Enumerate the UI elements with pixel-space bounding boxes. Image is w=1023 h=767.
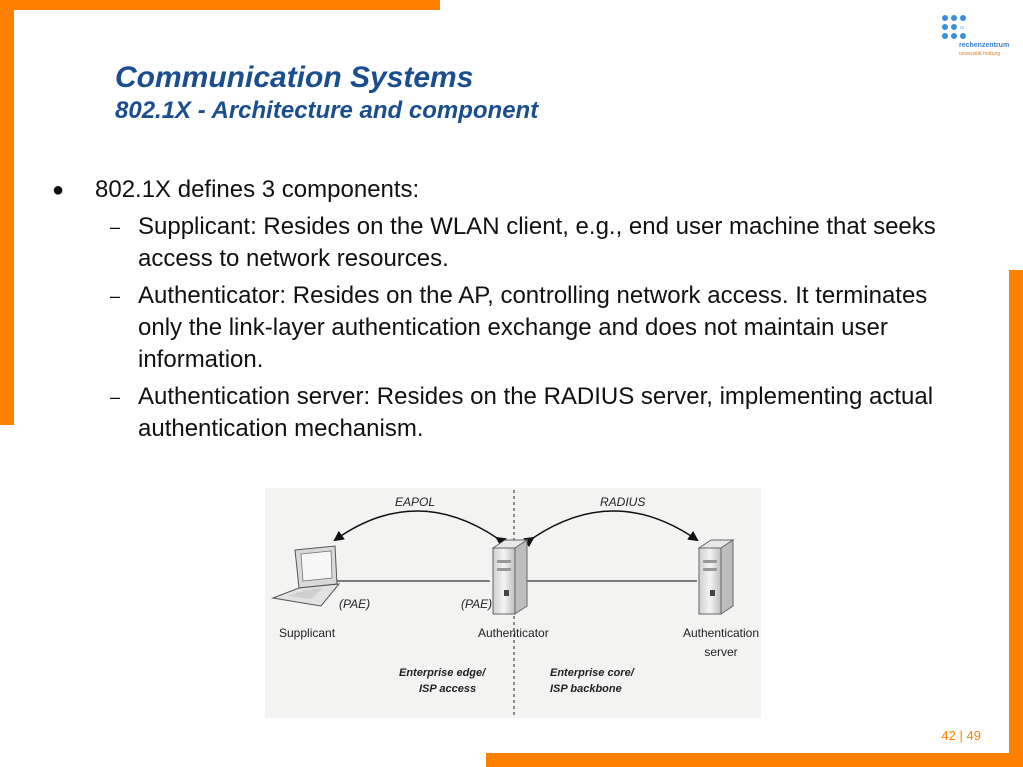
page-current: 42 bbox=[941, 728, 956, 743]
bullet-item: ● 802.1X defines 3 components: bbox=[52, 174, 962, 206]
supplicant-label: Supplicant bbox=[279, 626, 336, 640]
slide-title-block: Communication Systems 802.1X - Architect… bbox=[115, 60, 538, 126]
laptop-icon bbox=[271, 545, 341, 607]
top-accent-bar bbox=[0, 0, 440, 10]
radius-label: RADIUS bbox=[600, 495, 645, 509]
architecture-diagram: EAPOL RADIUS (PAE) (PAE) bbox=[265, 488, 761, 718]
sub-bullet-text: Authenticator: Resides on the AP, contro… bbox=[138, 282, 928, 373]
auth-server-label-line1: Authentication bbox=[683, 626, 759, 640]
sub-bullet-text: Supplicant: Resides on the WLAN client, … bbox=[138, 213, 936, 272]
dash-icon: – bbox=[110, 387, 121, 407]
left-accent-bar bbox=[0, 0, 14, 425]
core-label-line2: ISP backbone bbox=[550, 683, 622, 695]
page-total: 49 bbox=[966, 728, 981, 743]
dash-icon: – bbox=[110, 217, 121, 237]
sub-bullet-item: – Supplicant: Resides on the WLAN client… bbox=[52, 211, 962, 275]
pae-right-label: (PAE) bbox=[461, 597, 492, 611]
bottom-accent-bar bbox=[486, 753, 1023, 767]
bullet-dot-icon: ● bbox=[52, 179, 65, 201]
eapol-label: EAPOL bbox=[395, 495, 435, 509]
authentication-server-icon bbox=[697, 539, 735, 615]
edge-label-line2: ISP access bbox=[419, 683, 476, 695]
logo-dots-icon bbox=[938, 12, 968, 42]
auth-server-label-line2: server bbox=[704, 645, 737, 659]
dash-icon: – bbox=[110, 286, 121, 306]
pae-left-label: (PAE) bbox=[339, 597, 370, 611]
logo-rz: rz bbox=[960, 25, 965, 31]
logo-university: universität freiburg bbox=[959, 51, 1001, 57]
logo-name: rechenzentrum bbox=[959, 42, 1010, 49]
right-accent-bar bbox=[1009, 270, 1023, 767]
slide-content: ● 802.1X defines 3 components: – Supplic… bbox=[52, 174, 962, 445]
eapol-arrow bbox=[333, 510, 507, 548]
edge-label-line1: Enterprise edge/ bbox=[399, 667, 487, 679]
authenticator-server-icon bbox=[491, 539, 529, 615]
bullet-text: 802.1X defines 3 components: bbox=[95, 176, 420, 203]
slide-subtitle: 802.1X - Architecture and component bbox=[115, 97, 539, 124]
page-number: 42 | 49 bbox=[941, 728, 981, 743]
sub-bullet-item: – Authentication server: Resides on the … bbox=[52, 381, 962, 445]
page-separator: | bbox=[959, 728, 963, 743]
core-label-line1: Enterprise core/ bbox=[550, 667, 636, 679]
authenticator-label: Authenticator bbox=[478, 626, 549, 640]
radius-arrow bbox=[523, 510, 699, 548]
sub-bullet-item: – Authenticator: Resides on the AP, cont… bbox=[52, 280, 962, 376]
university-logo: rz rechenzentrum universität freiburg bbox=[938, 12, 1010, 62]
sub-bullet-text: Authentication server: Resides on the RA… bbox=[138, 383, 934, 442]
slide-title: Communication Systems bbox=[115, 61, 474, 94]
